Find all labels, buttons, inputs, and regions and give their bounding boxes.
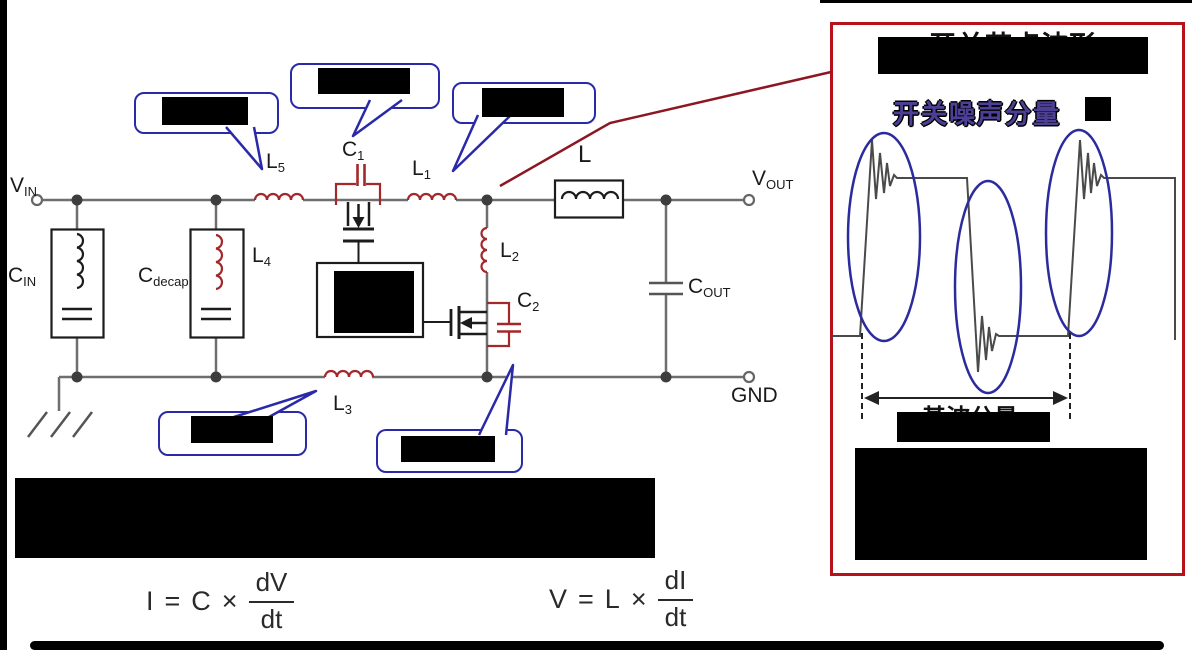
formula-lhs: V bbox=[549, 583, 568, 614]
label-l3: L3 bbox=[333, 392, 352, 417]
leader-line bbox=[499, 70, 832, 188]
ringing-ellipse-3 bbox=[1044, 128, 1114, 338]
callout-l3-tail bbox=[233, 389, 318, 419]
cdecap-internals bbox=[201, 233, 231, 321]
top-edge-line bbox=[820, 0, 1192, 3]
vout-terminal bbox=[742, 193, 756, 207]
formula-numerator: dV bbox=[248, 567, 295, 603]
fundamental-period-marker bbox=[861, 333, 1071, 422]
redaction-box bbox=[878, 37, 1148, 74]
l3-coil bbox=[323, 369, 375, 378]
vin-terminal bbox=[30, 193, 44, 207]
formula-eq: = bbox=[164, 585, 181, 616]
bottom-edge-bar bbox=[30, 641, 1164, 650]
formula-lhs: I bbox=[146, 585, 154, 616]
label-l: L bbox=[578, 141, 592, 168]
capacitor-current-formula: I = C × dV dt bbox=[146, 567, 295, 635]
formula-denominator: dt bbox=[260, 603, 283, 634]
formula-times: × bbox=[221, 585, 238, 616]
cin-internals bbox=[62, 232, 92, 321]
switch-node-waveform bbox=[831, 139, 1176, 373]
label-c1: C1 bbox=[342, 138, 365, 163]
callout-switch-node-tail bbox=[477, 363, 515, 436]
output-inductor-coil bbox=[560, 190, 620, 200]
callout-l1-tail bbox=[451, 114, 512, 173]
label-l1: L1 bbox=[412, 157, 431, 182]
l4-coil bbox=[215, 233, 224, 291]
c1-capacitor bbox=[334, 164, 382, 205]
formula-coef: L bbox=[604, 583, 620, 614]
ringing-ellipse-1 bbox=[846, 131, 922, 343]
callout-l5-tail bbox=[225, 126, 264, 171]
panel-subtitle: 开关噪声分量 bbox=[893, 99, 1062, 129]
label-l4: L4 bbox=[252, 244, 271, 269]
junction-dots bbox=[71, 194, 672, 383]
redaction-box bbox=[334, 271, 414, 333]
redaction-box bbox=[15, 478, 655, 558]
waveform-panel-border bbox=[830, 22, 1185, 576]
ground-icon bbox=[27, 411, 93, 438]
c2-capacitor bbox=[487, 301, 521, 348]
redaction-box bbox=[401, 436, 495, 462]
label-cdecap: Cdecap bbox=[138, 264, 189, 289]
label-l5: L5 bbox=[266, 150, 285, 175]
redaction-box bbox=[897, 412, 1050, 442]
formula-fraction: dI dt bbox=[657, 565, 694, 633]
l2-coil bbox=[480, 226, 488, 274]
label-vin: VIN bbox=[10, 174, 38, 199]
formula-denominator: dt bbox=[664, 601, 687, 632]
cin-esl-coil bbox=[76, 232, 85, 290]
label-c2: C2 bbox=[517, 289, 540, 314]
redaction-box bbox=[855, 448, 1147, 560]
label-gnd: GND bbox=[731, 384, 778, 407]
formula-times: × bbox=[630, 583, 647, 614]
label-cin: CIN bbox=[8, 264, 37, 289]
l5-coil bbox=[253, 192, 305, 201]
high-side-mosfet bbox=[343, 202, 374, 263]
gnd-terminal bbox=[742, 370, 756, 384]
ringing-ellipse-2 bbox=[953, 179, 1023, 395]
l1-coil bbox=[406, 192, 458, 201]
formula-coef: C bbox=[191, 585, 211, 616]
inductor-voltage-formula: V = L × dI dt bbox=[549, 565, 694, 633]
label-l2: L2 bbox=[500, 239, 519, 264]
redaction-box bbox=[191, 416, 273, 443]
redaction-box bbox=[162, 97, 248, 125]
redaction-box bbox=[318, 68, 410, 94]
low-side-mosfet bbox=[423, 306, 487, 339]
label-vout: VOUT bbox=[752, 167, 794, 192]
left-edge-strip bbox=[0, 0, 7, 650]
terminals bbox=[30, 193, 756, 384]
parasitic-inductors bbox=[253, 192, 488, 378]
formula-eq: = bbox=[578, 583, 594, 614]
redaction-box bbox=[1085, 97, 1111, 121]
formula-numerator: dI bbox=[657, 565, 694, 601]
callout-c1-tail bbox=[351, 98, 403, 138]
ringing-ellipses bbox=[846, 128, 1114, 395]
formula-fraction: dV dt bbox=[248, 567, 295, 635]
label-cout: COUT bbox=[688, 275, 731, 300]
redaction-box bbox=[482, 88, 564, 117]
cout-capacitor bbox=[649, 281, 683, 296]
